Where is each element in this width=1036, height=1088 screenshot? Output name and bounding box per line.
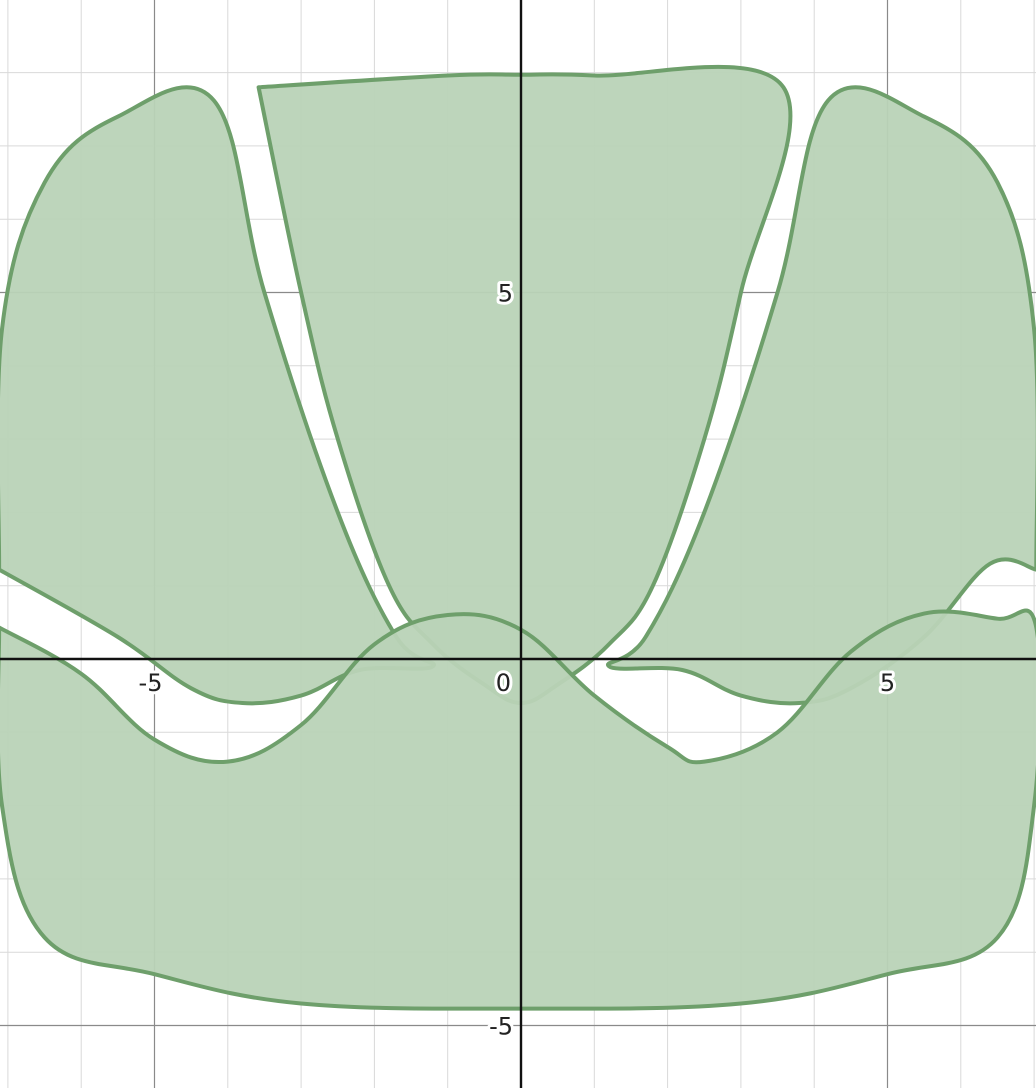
shaded-region-1: [256, 64, 793, 705]
x-tick-label-5: 5: [880, 669, 895, 697]
x-tick-label-5-halo: 5: [880, 669, 895, 697]
x-tick-label--5: -5: [139, 669, 163, 697]
y-tick-label--5-halo: -5: [489, 1013, 513, 1041]
y-tick-label-5: 5: [498, 280, 513, 308]
shaded-regions: [0, 64, 1036, 1011]
x-tick-label--5-halo: -5: [139, 669, 163, 697]
shaded-region-2: [0, 85, 437, 706]
origin-label-halo: 0: [496, 669, 511, 697]
y-tick-label-5-halo: 5: [498, 280, 513, 308]
y-tick-label--5: -5: [489, 1013, 513, 1041]
origin-label: 0: [496, 669, 511, 697]
shaded-region-4: [0, 608, 1036, 1011]
